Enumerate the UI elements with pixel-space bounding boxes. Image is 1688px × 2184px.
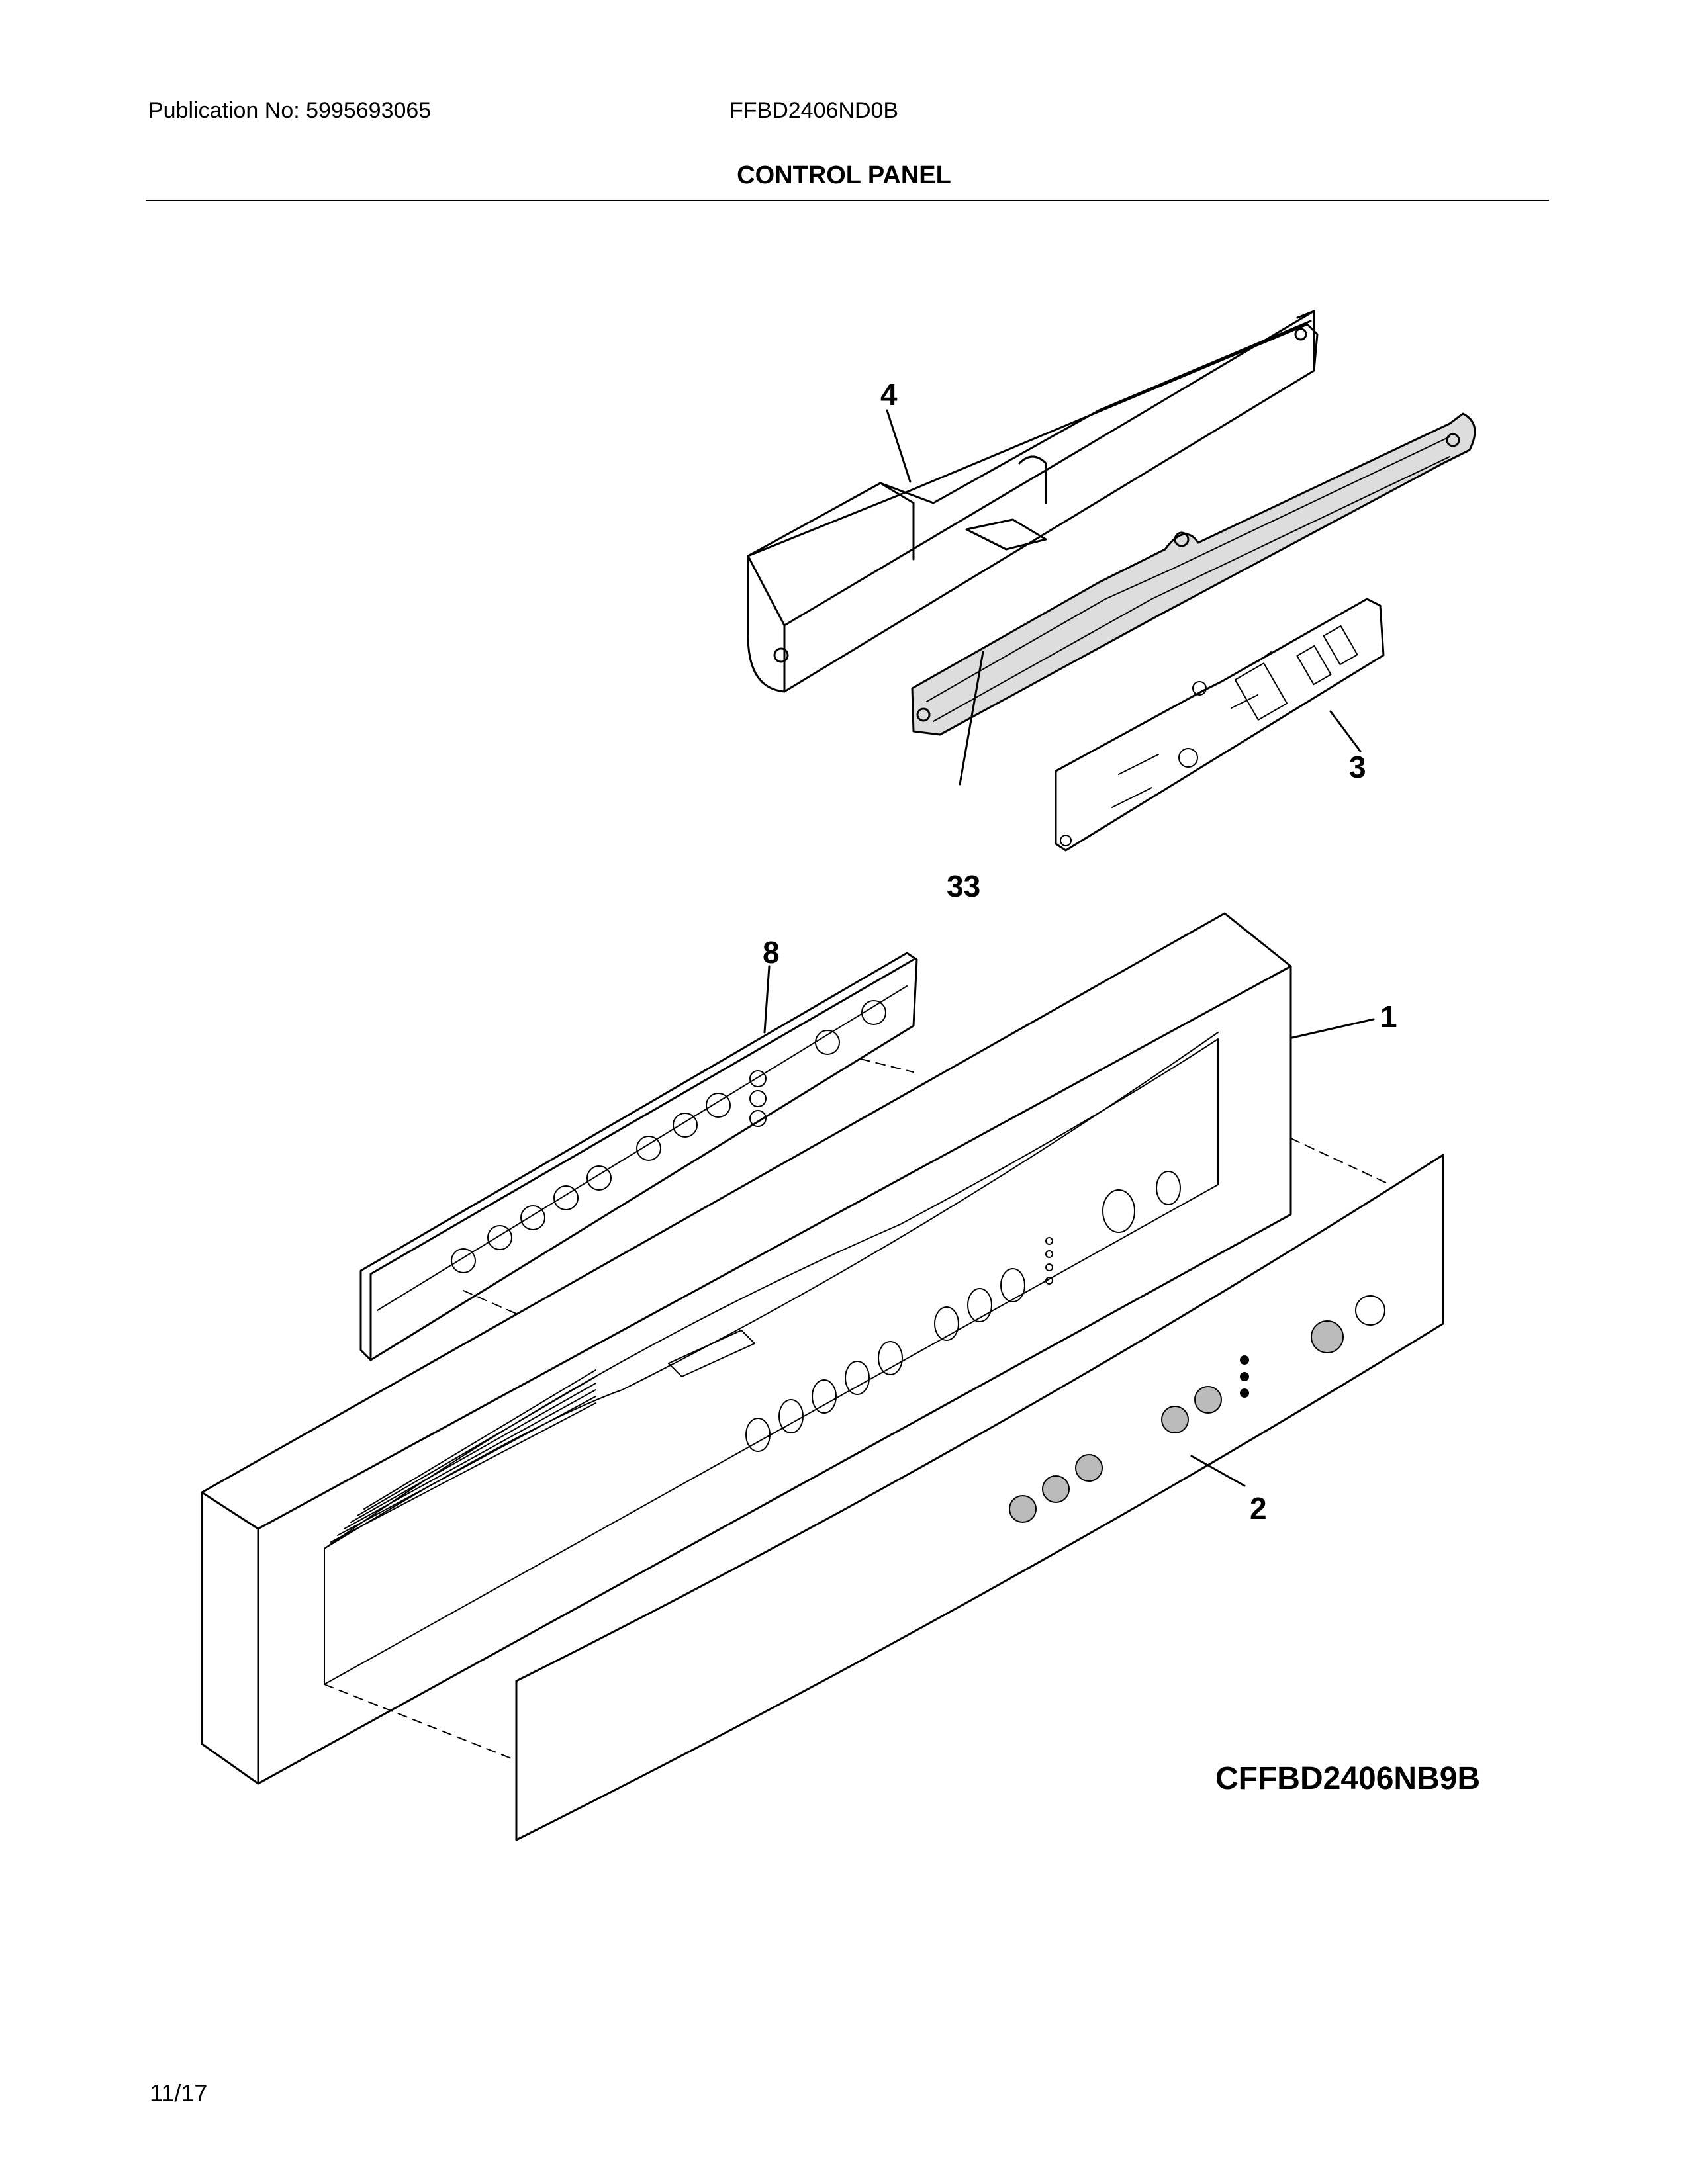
callout-8: 8 — [763, 935, 780, 970]
assembly-dashed-lines — [324, 1058, 1391, 1761]
part-console-panel — [201, 912, 1292, 1785]
callout-33: 33 — [947, 869, 980, 903]
drawing-code: CFFBD2406NB9B — [1215, 1761, 1481, 1796]
part-gasket — [911, 412, 1476, 736]
callout-4: 4 — [880, 377, 898, 412]
model-number: FFBD2406ND0B — [729, 98, 899, 123]
part-overlay — [515, 1154, 1444, 1841]
publication-number: Publication No: 5995693065 — [148, 98, 432, 123]
part-rear-cover — [747, 310, 1319, 693]
header-rule — [146, 200, 1549, 201]
part-control-board — [1055, 598, 1385, 852]
callout-1: 1 — [1380, 999, 1397, 1034]
callout-3: 3 — [1349, 750, 1366, 784]
section-title: CONTROL PANEL — [737, 161, 951, 189]
part-button-keypad — [359, 952, 918, 1361]
page-number: 11/17 — [150, 2079, 208, 2107]
leader-lines — [763, 409, 1375, 1487]
callout-2: 2 — [1250, 1491, 1267, 1525]
